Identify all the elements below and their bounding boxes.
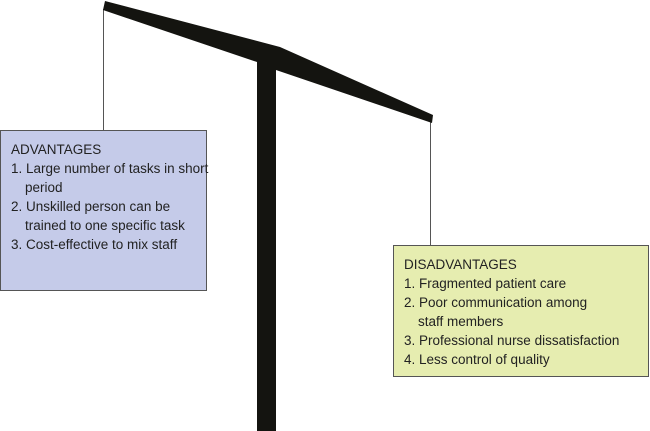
advantage-item: 2. Unskilled person can be — [11, 199, 171, 214]
advantages-title: ADVANTAGES — [11, 142, 102, 157]
advantage-item-cont: period — [25, 180, 63, 195]
advantages-box: ADVANTAGES 1. Large number of tasks in s… — [0, 130, 209, 291]
disadvantages-title: DISADVANTAGES — [404, 257, 517, 272]
scale-beam-and-stand — [103, 1, 433, 431]
disadvantage-item: 2. Poor communication among — [404, 295, 588, 310]
disadvantages-box: DISADVANTAGES 1. Fragmented patient care… — [393, 245, 649, 377]
disadvantage-item: 1. Fragmented patient care — [404, 276, 567, 291]
advantage-item-cont: trained to one specific task — [25, 218, 185, 233]
disadvantage-item: 3. Professional nurse dissatisfaction — [404, 333, 620, 348]
disadvantage-item: 4. Less control of quality — [404, 352, 550, 367]
advantage-item: 3. Cost-effective to mix staff — [11, 237, 178, 252]
disadvantage-item-cont: staff members — [418, 314, 504, 329]
advantage-item: 1. Large number of tasks in short — [11, 161, 209, 176]
